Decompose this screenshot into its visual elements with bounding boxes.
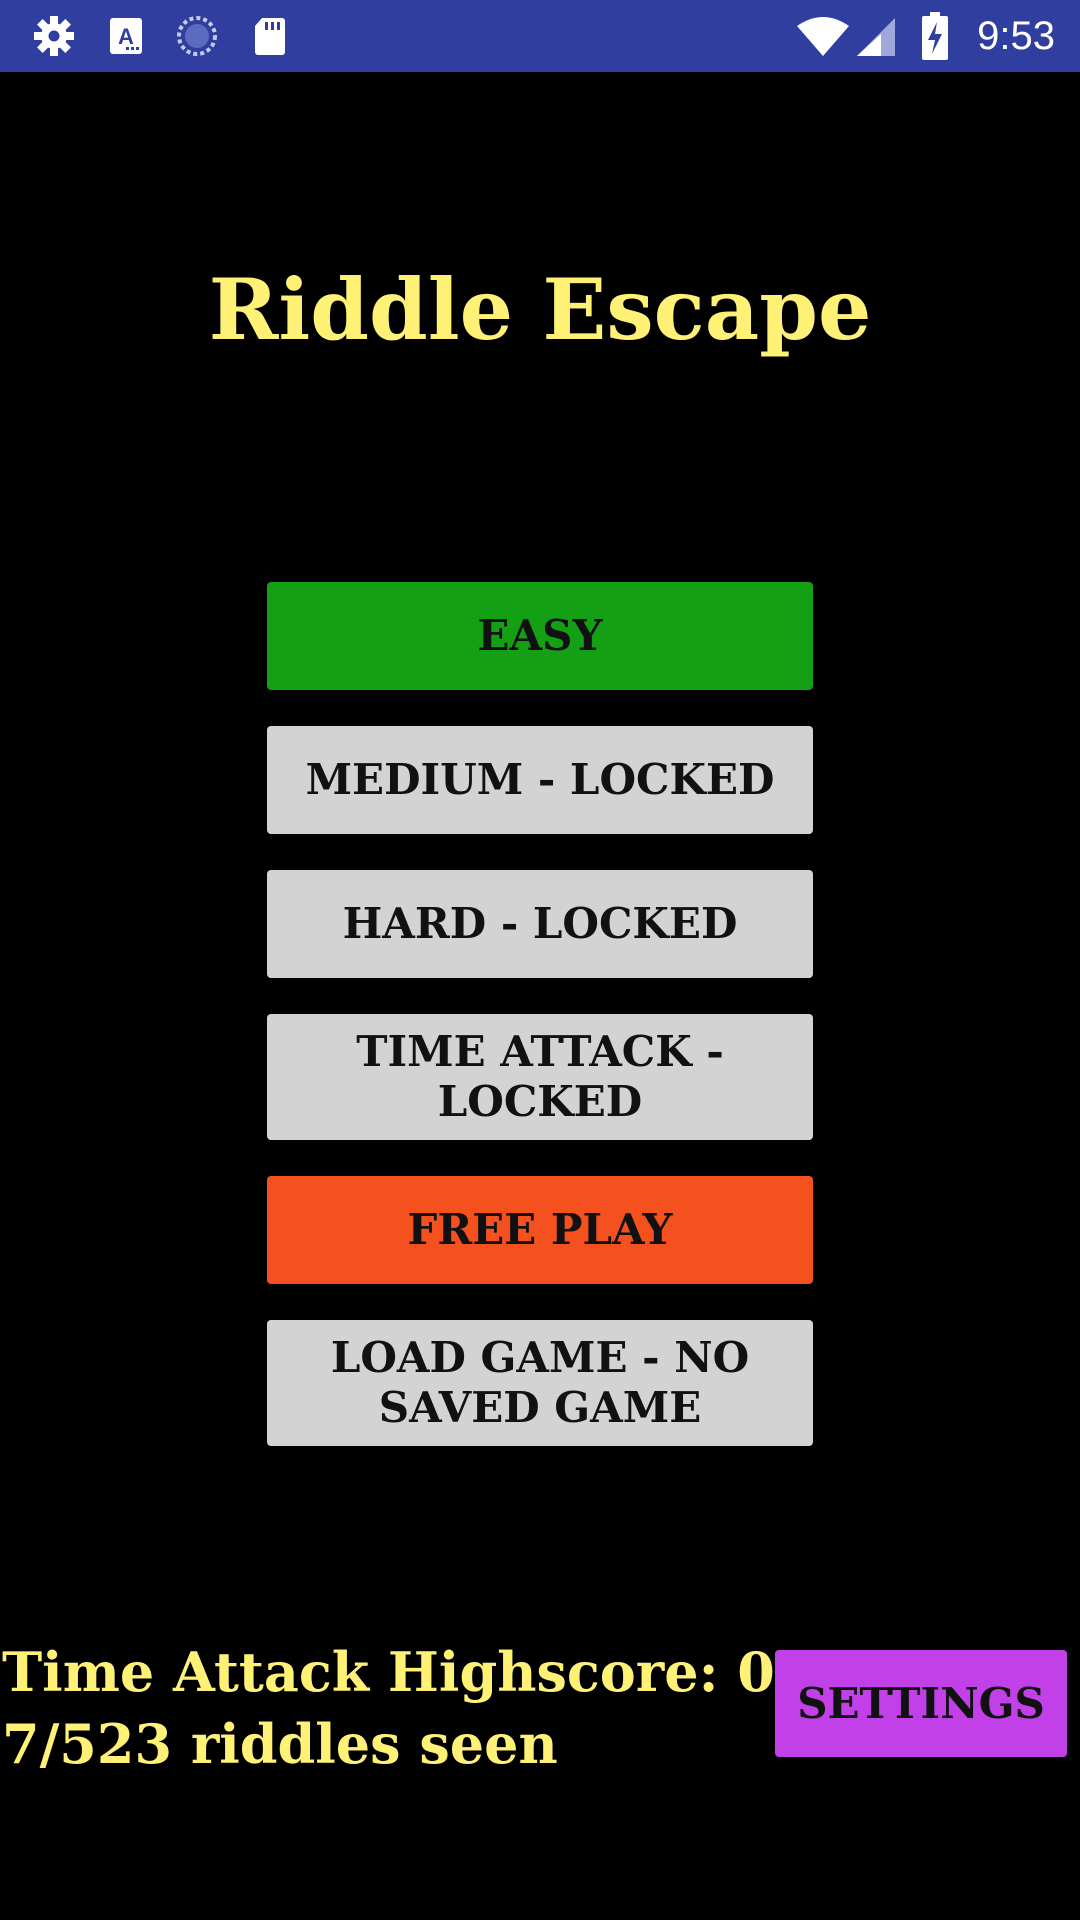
svg-text:A: A bbox=[118, 24, 134, 49]
free-play-button[interactable]: FREE PLAY bbox=[267, 1176, 813, 1284]
time-attack-button-label: TIME ATTACK - LOCKED bbox=[356, 1027, 724, 1126]
settings-button[interactable]: SETTINGS bbox=[775, 1650, 1067, 1757]
time-attack-highscore: Time Attack Highscore: 0 bbox=[2, 1640, 775, 1704]
sd-card-icon bbox=[248, 14, 292, 58]
medium-button-label: MEDIUM - LOCKED bbox=[305, 755, 775, 804]
battery-charging-icon bbox=[915, 12, 955, 60]
loading-circle-icon bbox=[175, 14, 219, 58]
status-time: 9:53 bbox=[977, 14, 1055, 58]
wifi-icon bbox=[795, 14, 851, 58]
riddles-seen-count: 7/523 riddles seen bbox=[2, 1712, 558, 1776]
text-a-icon: A bbox=[104, 14, 148, 58]
free-play-button-label: FREE PLAY bbox=[407, 1205, 673, 1254]
hard-button-label: HARD - LOCKED bbox=[342, 899, 738, 948]
signal-icon bbox=[855, 14, 899, 58]
easy-button-label: EASY bbox=[477, 611, 603, 660]
medium-locked-button[interactable]: MEDIUM - LOCKED bbox=[267, 726, 813, 834]
status-bar: A 9:5 bbox=[0, 0, 1080, 72]
load-game-button[interactable]: LOAD GAME - NO SAVED GAME bbox=[267, 1320, 813, 1446]
load-game-button-label: LOAD GAME - NO SAVED GAME bbox=[330, 1333, 750, 1432]
settings-button-label: SETTINGS bbox=[797, 1679, 1045, 1728]
easy-button[interactable]: EASY bbox=[267, 582, 813, 690]
gear-icon bbox=[32, 14, 76, 58]
time-attack-locked-button[interactable]: TIME ATTACK - LOCKED bbox=[267, 1014, 813, 1140]
game-title: Riddle Escape bbox=[208, 260, 872, 359]
hard-locked-button[interactable]: HARD - LOCKED bbox=[267, 870, 813, 978]
